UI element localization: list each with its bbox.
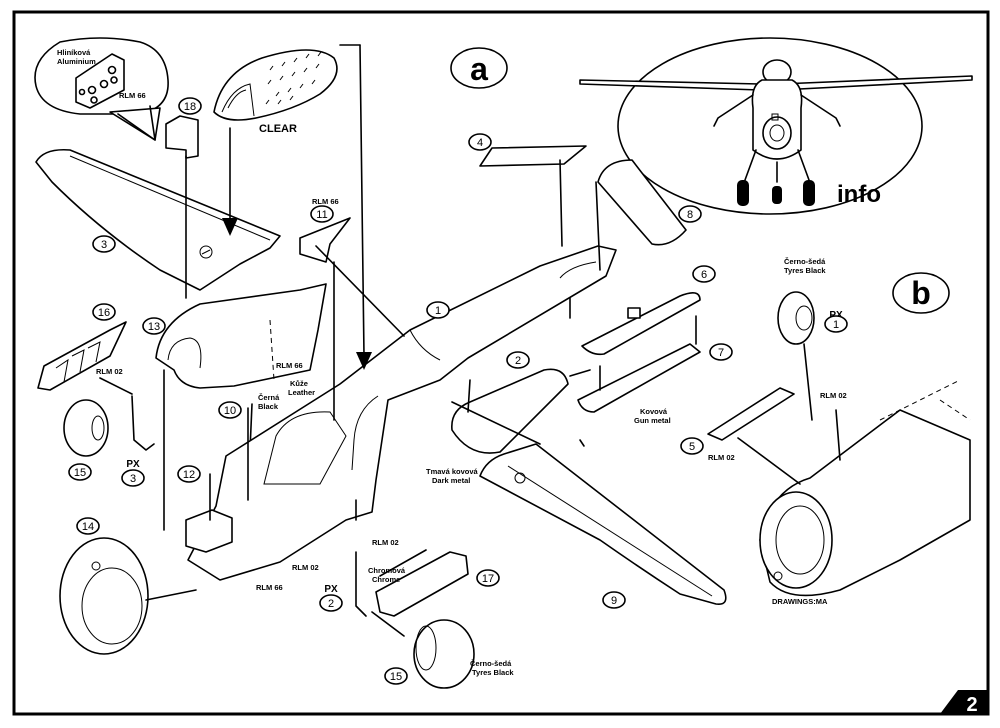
svg-text:7: 7 — [718, 347, 724, 359]
svg-text:RLM 66: RLM 66 — [119, 91, 146, 100]
part-12: 12 — [177, 465, 233, 553]
svg-text:Hliníková: Hliníková — [57, 48, 91, 57]
info-front-view: info — [579, 37, 973, 215]
svg-text:3: 3 — [101, 239, 107, 251]
svg-text:RLM 66: RLM 66 — [312, 197, 339, 206]
part-9-right-wing: 9 — [479, 443, 727, 609]
svg-text:16: 16 — [98, 307, 110, 319]
part-17: 17 — [375, 551, 500, 617]
svg-text:13: 13 — [148, 321, 160, 333]
svg-text:9: 9 — [611, 595, 617, 607]
svg-text:Leather: Leather — [288, 388, 315, 397]
svg-text:8: 8 — [687, 209, 693, 221]
svg-text:Tyres Black: Tyres Black — [472, 668, 514, 677]
part-15-wheel: Černo-šedá Tyres Black 15 — [384, 619, 514, 689]
svg-text:Chrome: Chrome — [372, 575, 400, 584]
svg-text:RLM 02: RLM 02 — [708, 453, 735, 462]
svg-text:PX: PX — [324, 584, 338, 595]
assembly-arrows — [99, 44, 841, 637]
part-canopy: CLEAR — [213, 49, 338, 135]
page-number-tab: 2 — [940, 690, 988, 716]
svg-text:15: 15 — [74, 467, 86, 479]
svg-text:18: 18 — [184, 101, 196, 113]
part-7: 7 Kovová Gun metal — [577, 343, 733, 425]
svg-text:Chromová: Chromová — [368, 566, 406, 575]
svg-text:10: 10 — [224, 405, 236, 417]
part-3-left-wing: 3 — [35, 148, 281, 291]
svg-text:12: 12 — [183, 469, 195, 481]
part-6: 6 — [581, 265, 716, 356]
part-8: 8 — [597, 159, 702, 246]
svg-text:RLM 66: RLM 66 — [276, 361, 303, 370]
svg-text:PX: PX — [126, 459, 140, 470]
svg-text:CLEAR: CLEAR — [259, 123, 297, 135]
svg-text:5: 5 — [689, 441, 695, 453]
part-13: 13 RLM 66 — [142, 283, 327, 389]
svg-text:6: 6 — [701, 269, 707, 281]
part-11: RLM 66 11 — [299, 197, 351, 263]
svg-text:3: 3 — [130, 473, 136, 485]
svg-text:Tmavá kovová: Tmavá kovová — [426, 467, 479, 476]
svg-text:Černo-šedá: Černo-šedá — [784, 257, 826, 266]
page-number: 2 — [966, 694, 977, 716]
step-b-nacelle: DRAWINGS:MA — [759, 379, 971, 606]
svg-text:Gun metal: Gun metal — [634, 416, 671, 425]
svg-text:Dark metal: Dark metal — [432, 476, 470, 485]
svg-text:Kovová: Kovová — [640, 407, 668, 416]
svg-text:a: a — [470, 51, 488, 87]
svg-text:Černá: Černá — [258, 393, 280, 402]
part-14: 14 — [59, 517, 149, 655]
svg-text:17: 17 — [482, 573, 494, 585]
step-a-marker: a — [450, 47, 508, 89]
part-1-fuselage: 1 RLM 02 RLM 66 — [187, 245, 617, 592]
part-5: 5 RLM 02 — [680, 387, 795, 462]
svg-text:1: 1 — [833, 319, 839, 331]
svg-text:1: 1 — [435, 305, 441, 317]
svg-text:RLM 02: RLM 02 — [96, 367, 123, 376]
part-16: 16 RLM 02 — [37, 303, 127, 391]
svg-text:RLM 02: RLM 02 — [820, 391, 847, 400]
page-border — [12, 10, 990, 716]
svg-text:4: 4 — [477, 137, 483, 149]
svg-text:Black: Black — [258, 402, 279, 411]
part-4: 4 — [468, 133, 587, 167]
part-10: 10 Černá Black Kůže Leather — [218, 379, 315, 451]
step-b-marker: b — [892, 272, 950, 314]
svg-text:2: 2 — [328, 598, 334, 610]
svg-text:Černo-šedá: Černo-šedá — [470, 659, 512, 668]
svg-text:2: 2 — [515, 355, 521, 367]
step-b-tire: Černo-šedá Tyres Black PX 1 RLM 02 — [777, 257, 848, 421]
svg-text:14: 14 — [82, 521, 94, 533]
part-18: 18 — [165, 97, 202, 159]
info-label: info — [837, 181, 881, 208]
part-15-wheel-left: PX 3 15 — [63, 395, 155, 487]
svg-text:Tyres Black: Tyres Black — [784, 266, 826, 275]
svg-text:RLM 02: RLM 02 — [292, 563, 319, 572]
part-gear-px2: RLM 02 Chromová Chrome PX 2 — [319, 538, 406, 617]
svg-text:15: 15 — [390, 671, 402, 683]
svg-text:11: 11 — [316, 209, 327, 221]
inset-instrument-panel: Hliníková Aluminium RLM 66 — [34, 37, 169, 141]
svg-text:RLM 66: RLM 66 — [256, 583, 283, 592]
svg-text:DRAWINGS:MA: DRAWINGS:MA — [772, 597, 828, 606]
part-2: 2 Tmavá kovová Dark metal — [426, 351, 569, 485]
svg-text:RLM 02: RLM 02 — [372, 538, 399, 547]
svg-text:Aluminium: Aluminium — [57, 57, 96, 66]
svg-text:Kůže: Kůže — [290, 379, 308, 388]
svg-text:b: b — [911, 275, 931, 311]
